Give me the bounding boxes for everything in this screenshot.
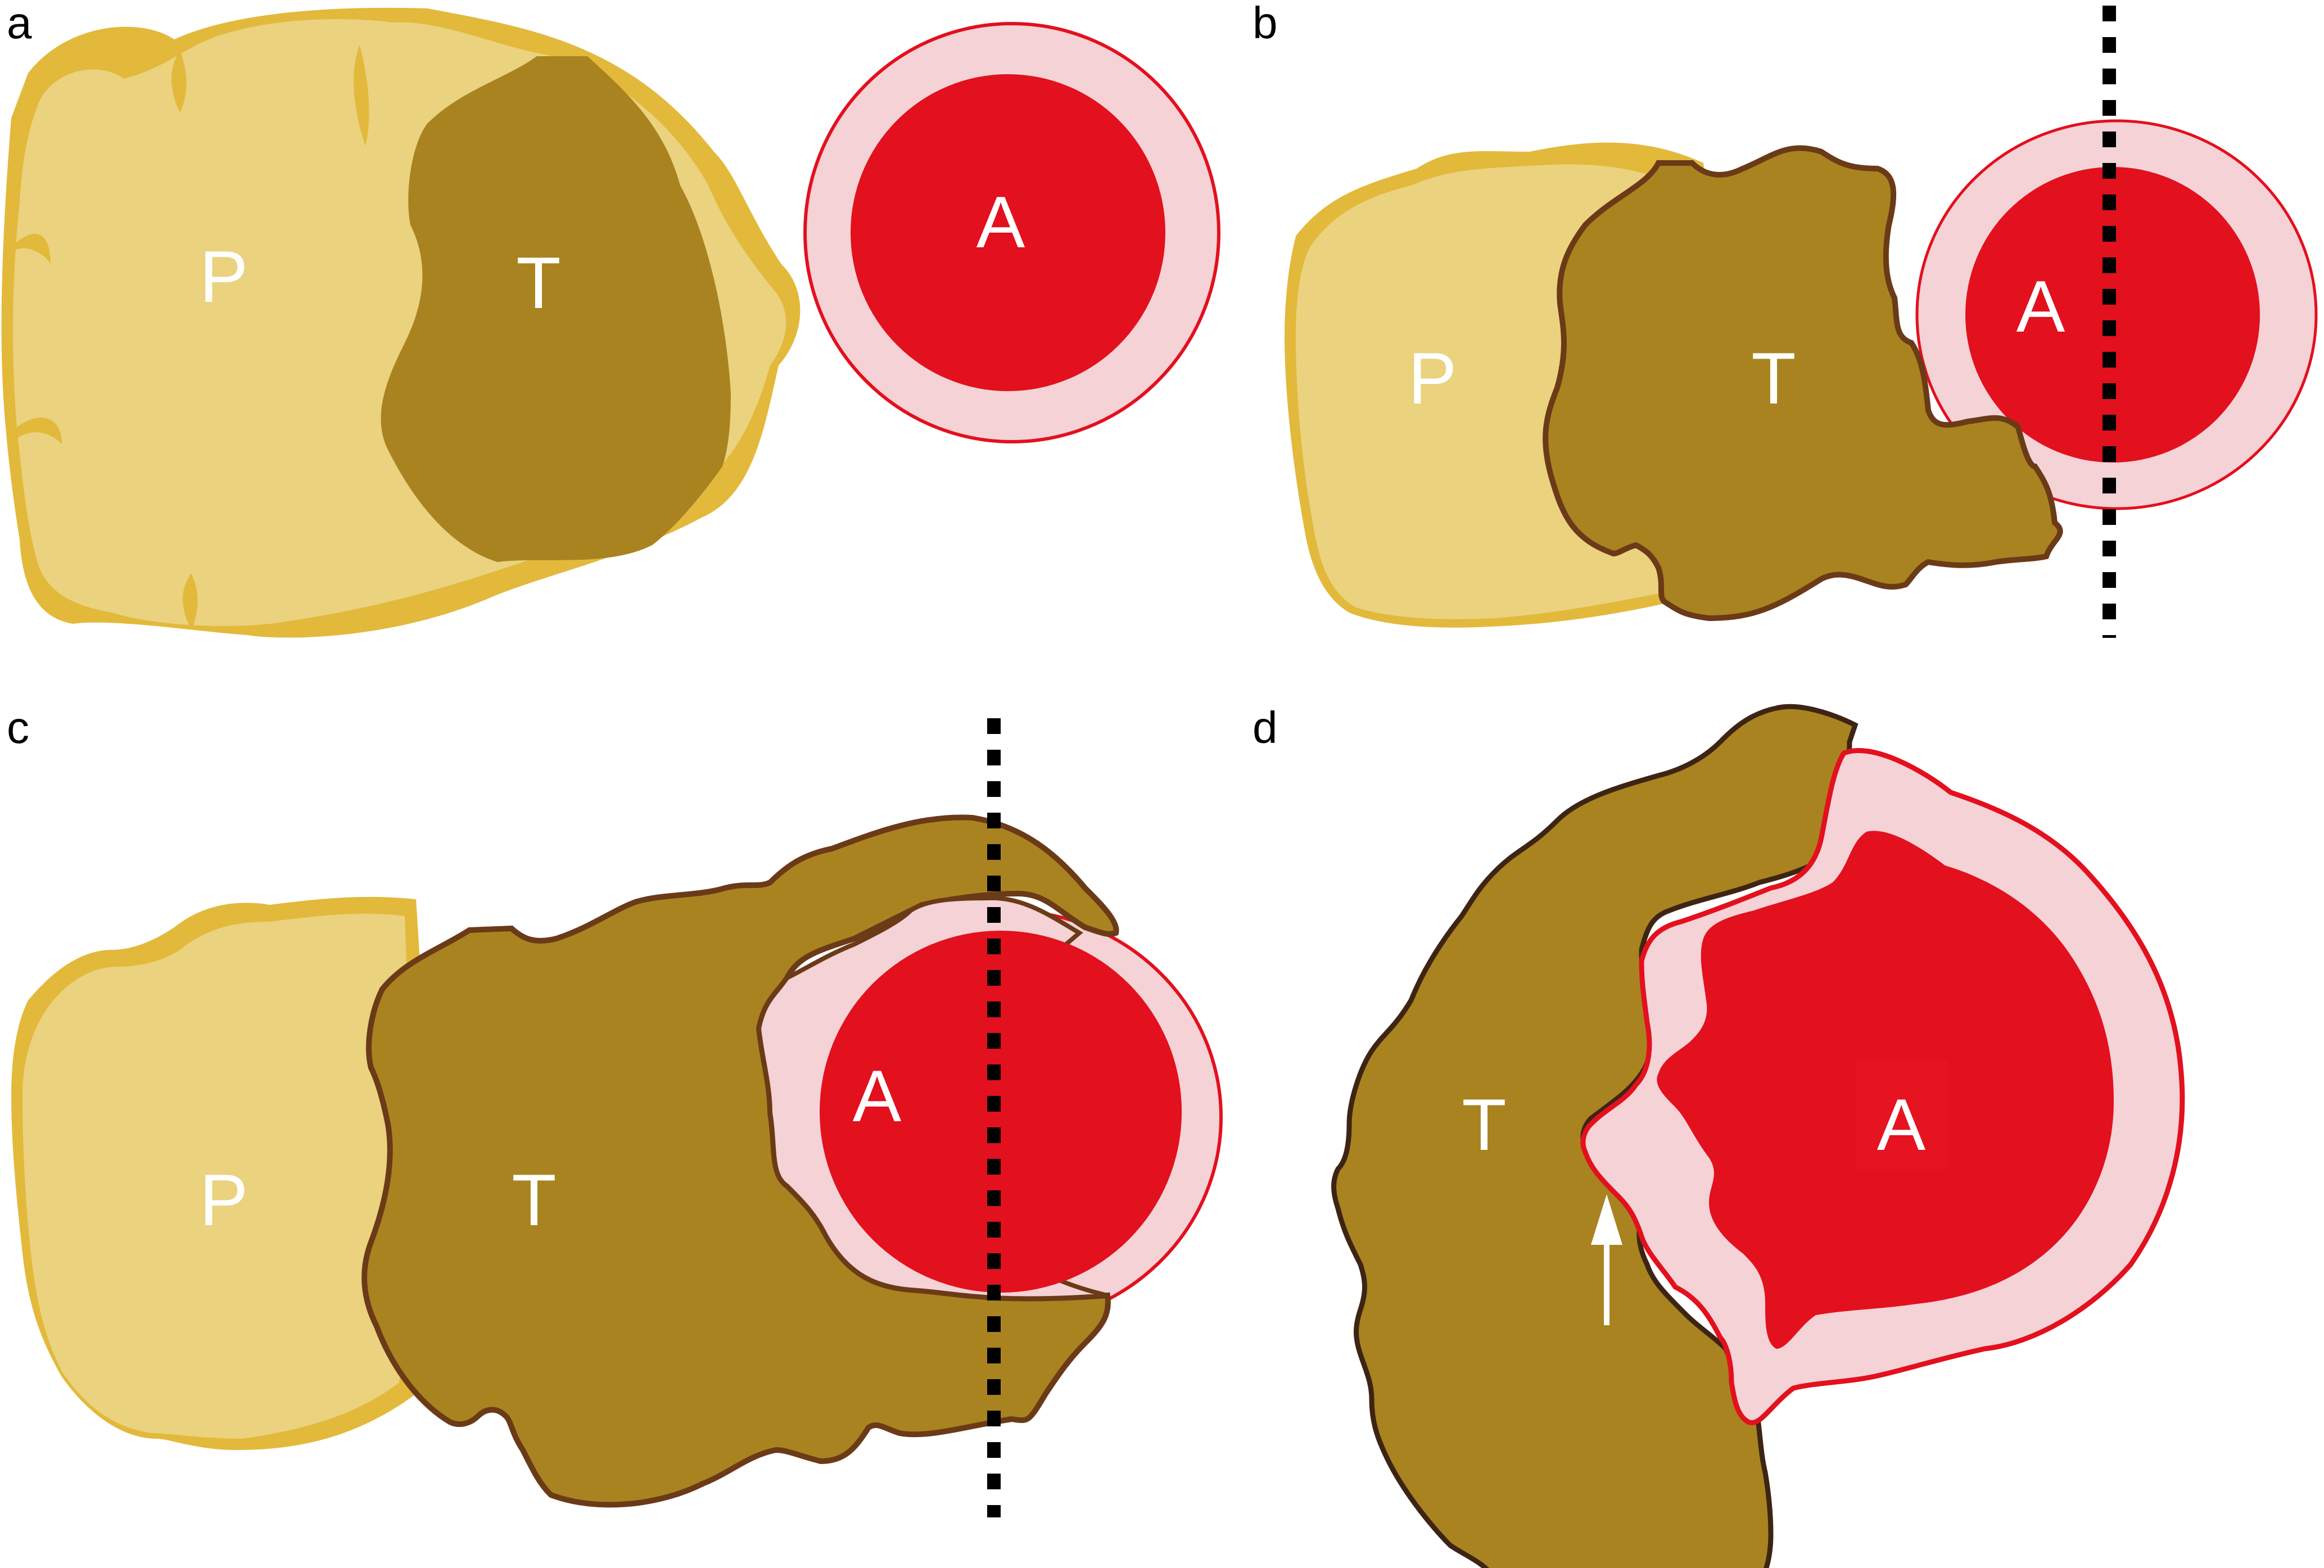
label-pancreas-a: P	[200, 235, 248, 318]
pancreas-lobes-c	[22, 913, 410, 1439]
label-tumor-a: T	[516, 242, 560, 324]
panel-c: c P T A	[7, 703, 1223, 1517]
tumor-shape-b	[1543, 145, 2063, 622]
up-arrow-icon	[1591, 1194, 1622, 1325]
panel-b: b P T A	[1253, 0, 2318, 638]
label-tumor-d: T	[1462, 1084, 1506, 1166]
label-pancreas-c: P	[200, 1159, 248, 1241]
panel-letter-b: b	[1253, 0, 1278, 48]
label-tumor-b: T	[1751, 337, 1796, 419]
artery-a: A	[803, 22, 1220, 443]
label-artery-c: A	[853, 1055, 902, 1137]
panel-letter-c: c	[7, 703, 29, 753]
label-artery-a: A	[976, 181, 1025, 263]
panel-letter-a: a	[7, 0, 32, 48]
tumor-shape	[381, 56, 731, 562]
label-artery-d: A	[1877, 1084, 1926, 1166]
label-artery-bg-d	[1855, 1061, 1948, 1169]
panel-d: d A T	[1253, 703, 2185, 1568]
panel-a: a P T A	[1, 0, 1220, 638]
label-artery-b: A	[2016, 265, 2065, 347]
artery-b	[1915, 119, 2318, 510]
label-pancreas-b: P	[1408, 337, 1457, 419]
label-tumor-c: T	[512, 1159, 556, 1241]
panel-letter-d: d	[1253, 703, 1278, 753]
